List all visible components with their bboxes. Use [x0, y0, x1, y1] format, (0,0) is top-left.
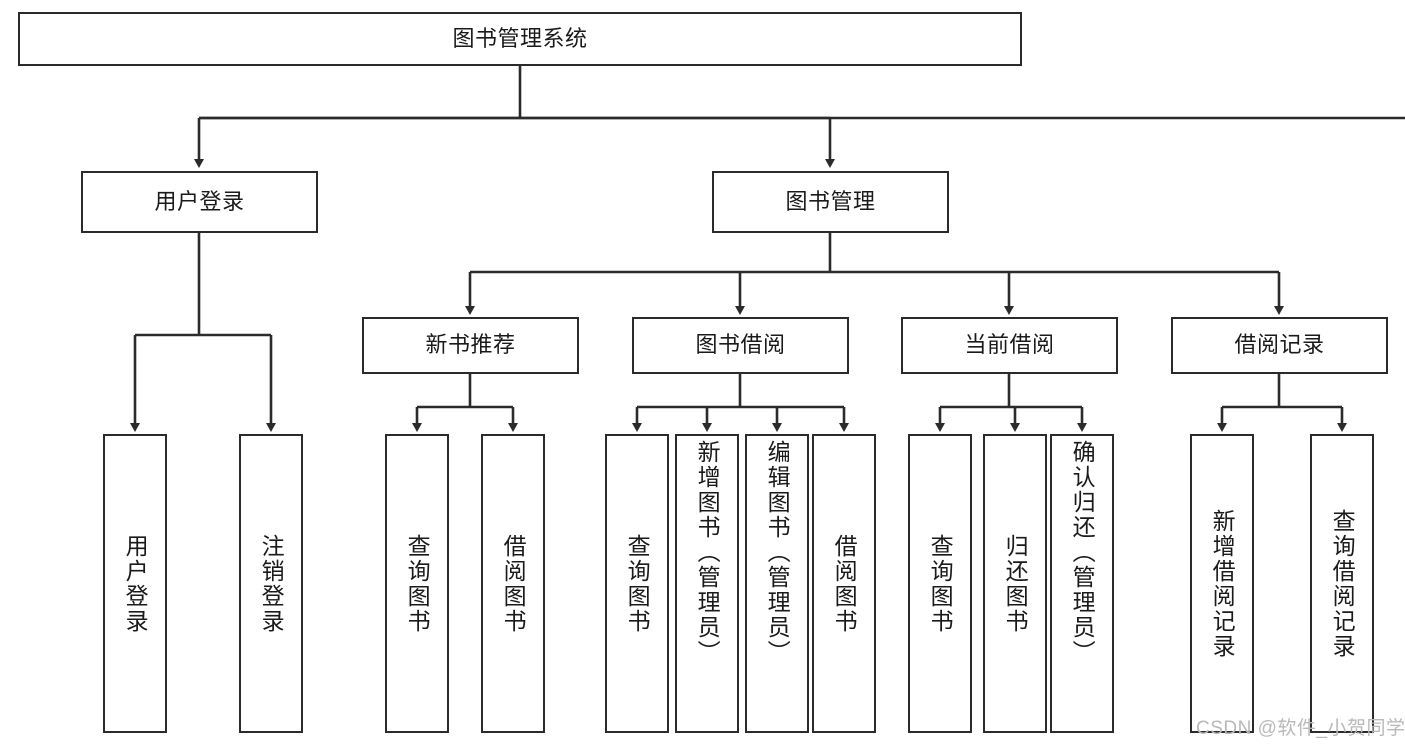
node-leaf-confirm-return-admin[interactable]: 确认归还（管理员） [1050, 434, 1114, 733]
node-leaf-user-login-label: 用户登录 [122, 533, 149, 634]
node-current-borrow-label: 当前借阅 [964, 332, 1055, 358]
node-leaf-add-book-admin-label: 新增图书（管理员） [694, 440, 721, 665]
node-leaf-add-borrow-record-label: 新增借阅记录 [1209, 508, 1236, 659]
node-leaf-edit-book-admin-label: 编辑图书（管理员） [764, 440, 791, 665]
node-leaf-borrow-book-1-label: 借阅图书 [500, 533, 527, 634]
node-leaf-query-book-1[interactable]: 查询图书 [385, 434, 449, 733]
node-borrow-record[interactable]: 借阅记录 [1171, 317, 1388, 374]
node-leaf-user-logout[interactable]: 注销登录 [239, 434, 303, 733]
node-book-manage-label: 图书管理 [785, 188, 876, 214]
node-leaf-add-borrow-record[interactable]: 新增借阅记录 [1190, 434, 1254, 733]
node-root[interactable]: 图书管理系统 [18, 12, 1022, 66]
node-leaf-query-book-1-label: 查询图书 [404, 533, 431, 634]
node-leaf-query-borrow-record[interactable]: 查询借阅记录 [1310, 434, 1374, 733]
node-leaf-add-book-admin[interactable]: 新增图书（管理员） [675, 434, 739, 733]
node-leaf-user-login[interactable]: 用户登录 [103, 434, 167, 733]
node-leaf-borrow-book-1[interactable]: 借阅图书 [481, 434, 545, 733]
node-leaf-borrow-book-2[interactable]: 借阅图书 [812, 434, 876, 733]
node-book-manage[interactable]: 图书管理 [712, 171, 949, 233]
node-user-login-label: 用户登录 [154, 188, 245, 214]
node-root-label: 图书管理系统 [452, 25, 588, 51]
node-leaf-return-book[interactable]: 归还图书 [983, 434, 1047, 733]
node-book-borrow[interactable]: 图书借阅 [632, 317, 849, 374]
node-borrow-record-label: 借阅记录 [1234, 332, 1325, 358]
node-leaf-query-borrow-record-label: 查询借阅记录 [1329, 508, 1356, 659]
node-leaf-return-book-label: 归还图书 [1002, 533, 1029, 634]
node-book-borrow-label: 图书借阅 [695, 332, 786, 358]
node-leaf-edit-book-admin[interactable]: 编辑图书（管理员） [745, 434, 809, 733]
node-leaf-borrow-book-2-label: 借阅图书 [831, 533, 858, 634]
node-current-borrow[interactable]: 当前借阅 [901, 317, 1118, 374]
node-leaf-query-book-2[interactable]: 查询图书 [605, 434, 669, 733]
node-new-book-recommend-label: 新书推荐 [425, 332, 516, 358]
node-leaf-query-book-3-label: 查询图书 [927, 533, 954, 634]
node-leaf-query-book-3[interactable]: 查询图书 [908, 434, 972, 733]
node-leaf-query-book-2-label: 查询图书 [624, 533, 651, 634]
node-leaf-user-logout-label: 注销登录 [258, 533, 285, 634]
node-user-login[interactable]: 用户登录 [81, 171, 318, 233]
node-new-book-recommend[interactable]: 新书推荐 [362, 317, 579, 374]
csdn-watermark: CSDN @软件_小贺同学 [1196, 718, 1405, 739]
node-leaf-confirm-return-admin-label: 确认归还（管理员） [1069, 440, 1096, 665]
